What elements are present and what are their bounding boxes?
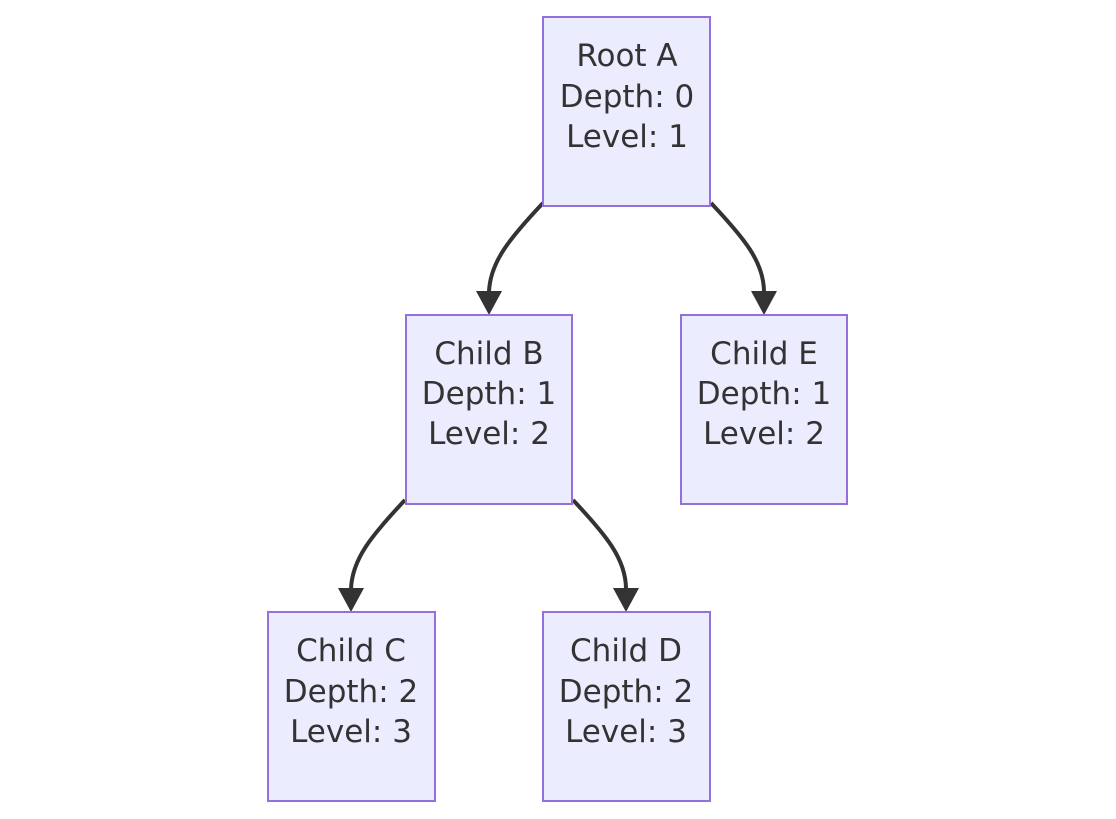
edge-b-c [349,498,407,590]
node-label: Root A [576,38,677,74]
node-depth: Depth: 0 [560,79,694,115]
node-box [680,314,848,505]
node-depth: Depth: 1 [422,376,556,412]
node-level: Level: 3 [290,714,412,750]
node-label: Child E [710,336,818,372]
node-box [267,611,436,802]
node-child-b[interactable]: Child B Depth: 1 Level: 2 [405,314,573,505]
node-child-e[interactable]: Child E Depth: 1 Level: 2 [680,314,848,505]
node-depth: Depth: 2 [559,674,693,710]
node-label: Child B [434,336,543,372]
node-level: Level: 1 [566,119,688,155]
node-child-d[interactable]: Child D Depth: 2 Level: 3 [542,611,711,802]
node-depth: Depth: 1 [697,376,831,412]
node-child-c[interactable]: Child C Depth: 2 Level: 3 [267,611,436,802]
edges [338,201,777,612]
node-label: Child C [296,633,406,669]
node-level: Level: 2 [703,416,825,452]
arrowhead-b-c [338,588,364,612]
arrowhead-b-d [613,588,639,612]
node-box [542,16,711,207]
node-level: Level: 2 [428,416,550,452]
node-label: Child D [570,633,682,669]
node-depth: Depth: 2 [284,674,418,710]
node-root-a[interactable]: Root A Depth: 0 Level: 1 [542,16,711,207]
arrowhead-a-b [476,291,502,315]
node-box [405,314,573,505]
arrowhead-a-e [751,291,777,315]
edge-b-d [571,498,628,590]
edge-a-b [487,201,545,293]
edge-a-e [709,201,766,293]
node-box [542,611,711,802]
node-level: Level: 3 [565,714,687,750]
